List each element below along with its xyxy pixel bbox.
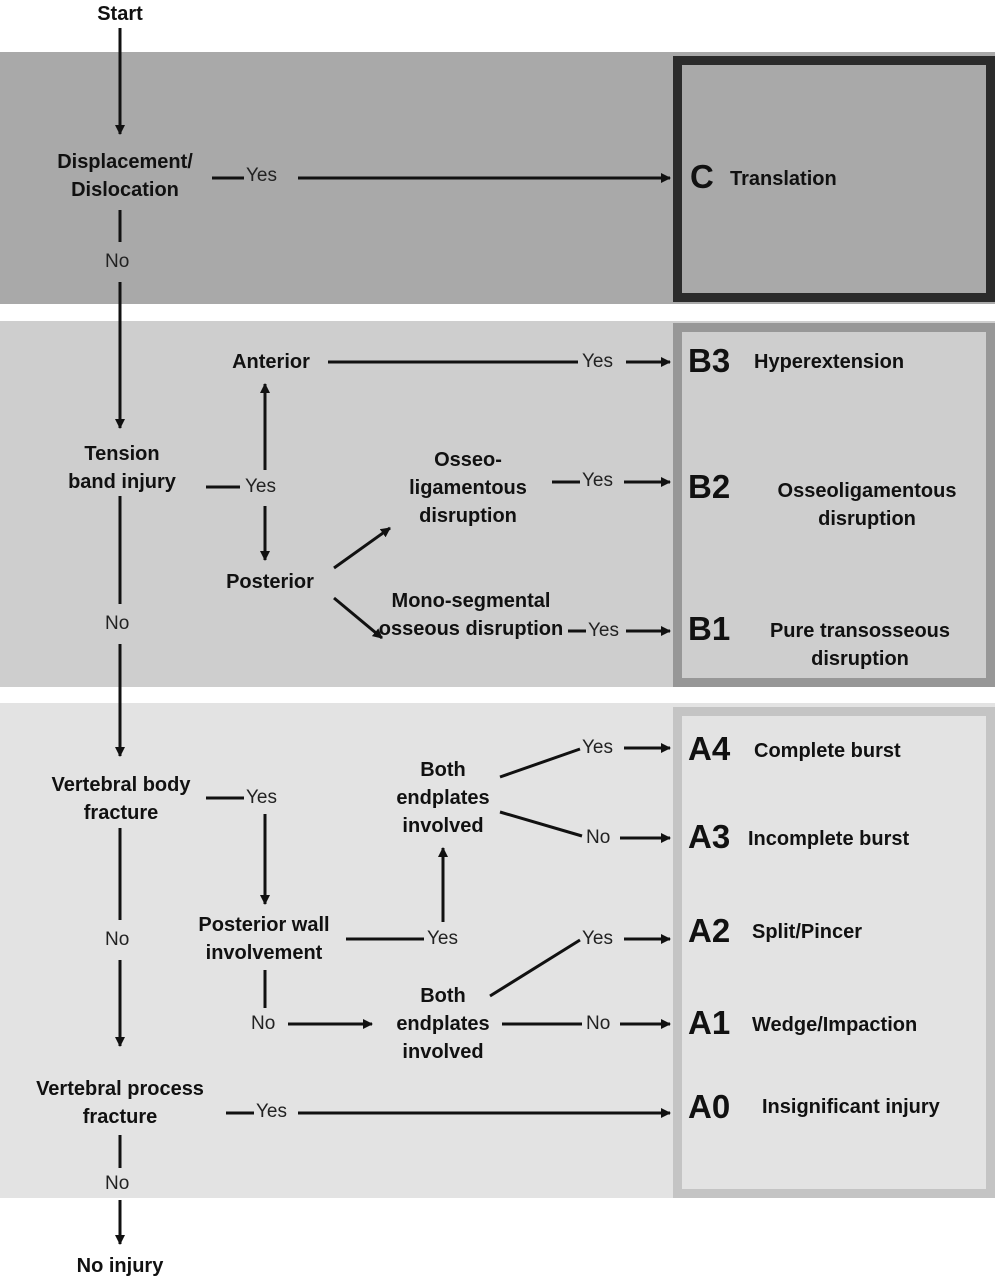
band-type-a: [0, 703, 995, 1198]
label-yes-a2: Yes: [582, 928, 613, 949]
node-vb-fracture: Vertebral body fracture: [51, 774, 191, 824]
outcome-code-b1: B1: [688, 610, 731, 647]
band-type-b: [0, 321, 995, 687]
outcome-code-a0: A0: [688, 1088, 731, 1125]
start-label: Start: [97, 3, 143, 25]
outcome-code-c: C: [690, 158, 714, 195]
outcome-box-b: [673, 323, 995, 687]
outcome-desc-a4: Complete burst: [754, 740, 901, 762]
node-posterior-wall: Posterior wall involvement: [198, 914, 330, 964]
label-no-posterior-wall: No: [251, 1013, 276, 1034]
outcome-desc-b1: Pure transosseous disruption: [769, 620, 951, 670]
outcome-desc-a3: Incomplete burst: [748, 828, 910, 850]
node-anterior: Anterior: [232, 351, 310, 373]
outcome-box-c: [673, 56, 995, 302]
label-yes-vb: Yes: [246, 787, 277, 808]
outcome-code-b3: B3: [688, 342, 731, 379]
outcome-code-a4: A4: [688, 730, 731, 767]
label-yes-anterior: Yes: [582, 351, 613, 372]
label-yes-mono: Yes: [588, 620, 619, 641]
node-vp-fracture: Vertebral process fracture: [36, 1078, 204, 1128]
end-label: No injury: [76, 1255, 164, 1277]
outcome-code-a1: A1: [688, 1004, 731, 1041]
outcome-desc-b3: Hyperextension: [754, 351, 905, 373]
node-mono: Mono-segmental osseous disruption: [378, 590, 564, 640]
outcome-code-a2: A2: [688, 912, 731, 949]
node-osseo: Osseo- ligamentous disruption: [409, 449, 527, 527]
outcome-box-a: [673, 707, 995, 1198]
label-no-vp: No: [105, 1173, 130, 1194]
label-no-a1: No: [586, 1013, 611, 1034]
outcome-desc-c: Translation: [730, 168, 837, 190]
outcome-desc-a0: Insignificant injury: [762, 1096, 940, 1118]
label-yes-displacement: Yes: [246, 165, 277, 186]
node-endplates-lower: Both endplates involved: [396, 985, 490, 1063]
label-yes-vp: Yes: [256, 1101, 287, 1122]
label-yes-osseo: Yes: [582, 470, 613, 491]
arrow-posterior-to-osseo: [333, 526, 391, 570]
outcome-code-a3: A3: [688, 818, 731, 855]
label-yes-a4: Yes: [582, 737, 613, 758]
label-no-a3: No: [586, 827, 611, 848]
node-displacement: Displacement/ Dislocation: [57, 151, 193, 201]
node-posterior: Posterior: [226, 571, 314, 593]
label-no-vb: No: [105, 929, 130, 950]
label-no-tension: No: [105, 613, 130, 634]
node-tension: Tension band injury: [68, 443, 176, 493]
outcome-desc-a1: Wedge/Impaction: [752, 1014, 918, 1036]
outcome-code-b2: B2: [688, 468, 731, 505]
arrow-posterior-to-mono: [333, 596, 383, 640]
label-yes-posterior-wall: Yes: [427, 928, 458, 949]
label-yes-tension: Yes: [245, 476, 276, 497]
label-no-displacement: No: [105, 251, 130, 272]
node-endplates-upper: Both endplates involved: [396, 759, 490, 837]
outcome-desc-a2: Split/Pincer: [752, 921, 863, 943]
outcome-desc-b2: Osseoligamentous disruption: [777, 480, 957, 530]
